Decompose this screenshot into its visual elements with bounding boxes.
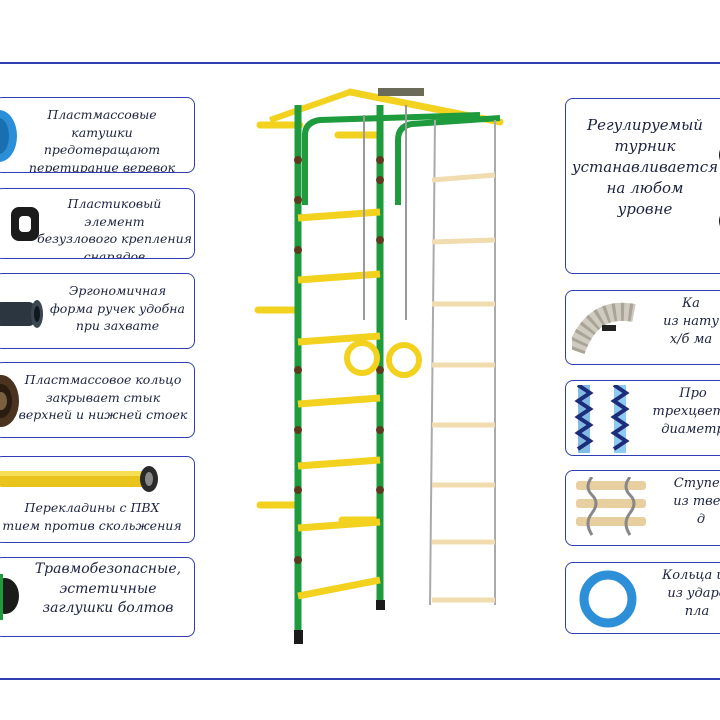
black-bracket-icon	[9, 205, 41, 247]
feature-card-bars: Перекладины с ПВХ тием против скольжения	[0, 456, 195, 543]
feature-card-grip: Эргономичная форма ручек удобна при захв…	[0, 273, 195, 349]
feature-text-rings: Кольца из из ударо пла	[662, 568, 720, 620]
feature-text-bracket: Пластиковый элемент безузлового креплени…	[37, 196, 192, 259]
yellow-bar-icon	[0, 463, 159, 501]
rope-coil-icon	[567, 299, 638, 363]
feature-card-rings: Кольца из из ударо пла	[565, 562, 720, 634]
grip-handle-icon	[0, 294, 45, 338]
blue-spool-icon	[0, 108, 19, 168]
feature-card-bolt-caps: Травмобезопасные, эстетичные заглушки бо…	[0, 557, 195, 637]
feature-card-rope-ladder: Ступен из твер д	[565, 470, 720, 546]
bolt-cap-icon	[0, 572, 23, 626]
feature-text-braided: Про трехцветн диаметр	[652, 386, 720, 438]
feature-text-bars: Перекладины с ПВХ тием против скольжения	[2, 500, 182, 533]
blue-ring-icon	[574, 567, 644, 633]
feature-text-spools: Пластмассовые катушки предотвращают пере…	[28, 107, 176, 173]
feature-card-spools: Пластмассовые катушки предотвращают пере…	[0, 97, 195, 173]
feature-text-grip: Эргономичная форма ручек удобна при захв…	[50, 283, 185, 333]
feature-card-ring-joint: Пластмассовое кольцо закрывает стык верх…	[0, 362, 195, 438]
braided-rope-icon	[574, 383, 634, 455]
feature-text-bolt-caps: Травмобезопасные, эстетичные заглушки бо…	[34, 561, 182, 617]
feature-card-bracket: Пластиковый элемент безузлового креплени…	[0, 188, 195, 259]
ring-joint-icon	[0, 373, 21, 433]
feature-card-rope: Ка из нату х/б ма	[565, 290, 720, 365]
feature-text-ring-joint: Пластмассовое кольцо закрывает стык верх…	[18, 372, 188, 422]
feature-card-pullup: Регулируемый турник устанавливается на л…	[565, 98, 720, 274]
rope-ladder-icon	[574, 476, 652, 545]
feature-text-rope: Ка из нату х/б ма	[663, 296, 719, 348]
feature-text-rope-ladder: Ступен из твер д	[673, 476, 720, 528]
content-frame	[0, 62, 720, 680]
feature-text-pullup: Регулируемый турник устанавливается на л…	[571, 116, 719, 218]
feature-card-braided: Про трехцветн диаметр	[565, 380, 720, 456]
pullup-bracket-icon	[714, 141, 720, 245]
wall-bars-illustration	[254, 88, 504, 644]
